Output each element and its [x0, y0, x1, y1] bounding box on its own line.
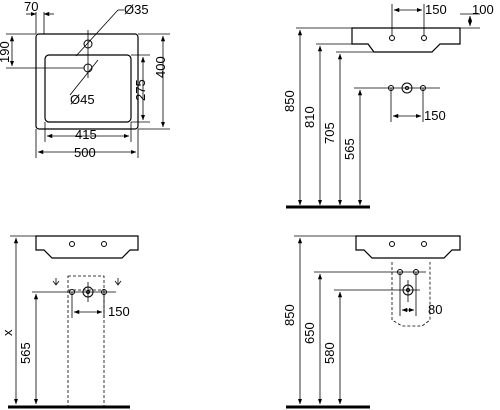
dim-810: 810: [302, 106, 317, 128]
dim-565-pedestal: 565: [18, 342, 33, 364]
dim-650: 650: [302, 322, 317, 344]
dim-190: 190: [0, 41, 12, 63]
dim-275: 275: [133, 79, 148, 101]
dim-150-lower: 150: [424, 108, 446, 123]
semi-pedestal-view: 80 850 650 580: [282, 235, 461, 409]
side-view: 150 100 150 850 810 705 565: [282, 2, 494, 209]
dim-565-side: 565: [342, 138, 357, 160]
dim-580: 580: [322, 342, 337, 364]
dim-850-side: 850: [282, 90, 297, 112]
dim-400: 400: [153, 56, 168, 78]
dim-705: 705: [322, 122, 337, 144]
basin-front-semi: [355, 235, 461, 259]
dim-dia-35: Ø35: [124, 2, 149, 17]
dim-dia-45: Ø45: [70, 92, 95, 107]
dim-150-top: 150: [425, 2, 447, 17]
dim-100: 100: [472, 2, 494, 17]
basin-outline: [35, 33, 139, 130]
dim-150-pedestal: 150: [108, 304, 130, 319]
dim-80: 80: [428, 302, 442, 317]
dim-850-semi: 850: [282, 304, 297, 326]
pedestal-view: 150 x 565: [0, 235, 139, 409]
dim-500: 500: [74, 145, 96, 160]
top-view: 70 Ø35 190 400 275 Ø45 415 500: [0, 0, 170, 160]
dim-415: 415: [75, 127, 97, 142]
basin-profile: [351, 27, 461, 53]
dim-70: 70: [24, 0, 38, 14]
basin-front: [35, 235, 139, 259]
pedestal: [67, 275, 105, 407]
dim-x: x: [0, 329, 15, 336]
